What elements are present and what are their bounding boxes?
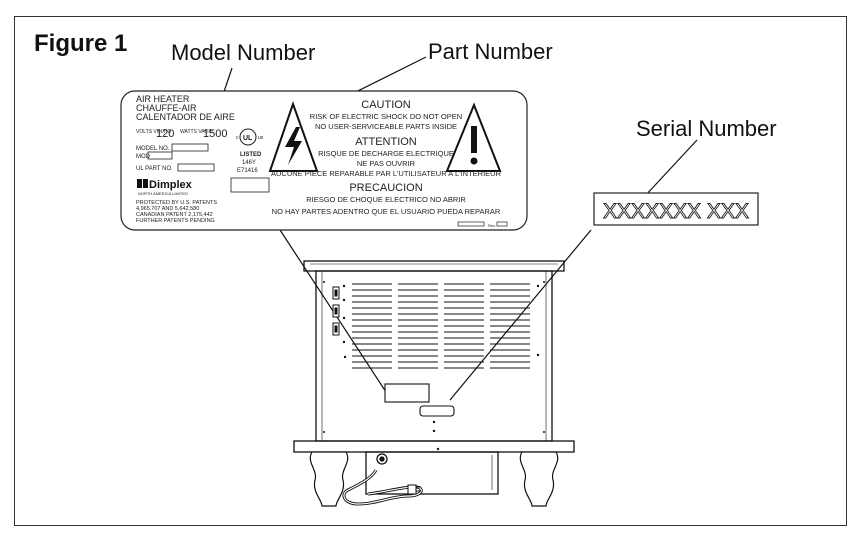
caution-line-2: NO USER-SERVICEABLE PARTS INSIDE	[315, 122, 457, 131]
patent-line-2: 4,965,707 AND 5,642,580	[136, 206, 199, 212]
right-leg	[519, 451, 559, 507]
power-plug	[407, 484, 417, 495]
precaucion-line-1: RIESGO DE CHOQUE ELECTRICO NO ABRIR	[306, 195, 466, 204]
serial-number-leader	[644, 139, 698, 197]
caution-title: CAUTION	[361, 99, 411, 111]
ul-code: 146Y	[242, 160, 256, 166]
svg-text:c: c	[236, 135, 239, 141]
attention-line-1: RISQUE DE DECHARGE ELECTRIQUE	[318, 149, 454, 158]
shock-warning-icon	[268, 100, 319, 172]
grille-column-2	[398, 283, 438, 369]
figure-frame	[14, 16, 847, 526]
watts-value: 1500	[203, 128, 227, 140]
brand-sub: NORTH AMERICA LIMITED	[138, 191, 188, 196]
rating-label: AIR HEATER CHAUFFE-AIR CALENTADOR DE AIR…	[120, 90, 528, 231]
grille-column-1	[352, 283, 392, 369]
svg-text:UL: UL	[243, 135, 253, 142]
svg-text:us: us	[258, 135, 264, 141]
ul-file: E71416	[237, 168, 258, 174]
heater-grille	[352, 283, 530, 369]
model-number-callout: Model Number	[171, 40, 316, 65]
rev-box-1	[457, 221, 485, 227]
attention-title: ATTENTION	[355, 136, 417, 148]
heater-control-panel	[365, 451, 499, 495]
grille-column-3	[444, 283, 484, 369]
serial-label-border	[593, 192, 759, 226]
dimplex-logo: Dimplex	[137, 179, 193, 191]
heater-base	[293, 440, 575, 453]
watts-label: WATTS VATIO	[180, 129, 213, 135]
ul-listed-mark: UL c us	[236, 128, 264, 146]
exclamation-warning-icon	[445, 102, 502, 172]
ul-part-no-box	[177, 163, 215, 172]
heater-switches	[332, 286, 340, 336]
volts-label: VOLTS VOLTIO	[136, 129, 171, 135]
serial-number-value: XXXXXXX XXX	[603, 200, 749, 223]
heater-legs	[309, 451, 559, 507]
ul-part-no-label: UL PART NO.	[136, 166, 173, 172]
product-name-fr: CHAUFFE-AIR	[136, 103, 197, 113]
attention-line-2: NE PAS OUVRIR	[357, 159, 416, 168]
patent-line-4: FURTHER PATENTS PENDING	[136, 218, 215, 224]
product-name-es: CALENTADOR DE AIRE	[136, 112, 235, 122]
patent-line-3: CANADIAN PATENT 2,175,442	[136, 212, 213, 218]
serial-number-callout: Serial Number	[636, 116, 777, 141]
heater-top	[303, 260, 565, 272]
grille-column-4	[490, 283, 530, 369]
precaucion-title: PRECAUCION	[349, 182, 422, 194]
mod-label: MOD	[136, 154, 151, 160]
attention-line-3: AUCUNE PIECE REPARABLE PAR L'UTILISATEUR…	[271, 169, 502, 178]
patent-line-1: PROTECTED BY U.S. PATENTS	[136, 200, 217, 206]
model-no-label: MODEL NO.	[136, 146, 170, 152]
serial-label: XXXXXXX XXX	[593, 192, 759, 226]
ul-listed-text: LISTED	[240, 152, 262, 158]
serial-label-leader	[449, 229, 592, 401]
figure-title: Figure 1	[34, 30, 128, 57]
left-leg	[309, 451, 349, 507]
heater-screws	[323, 281, 545, 451]
model-no-box	[171, 143, 209, 152]
caution-line-1: RISK OF ELECTRIC SHOCK DO NOT OPEN	[310, 112, 462, 121]
mod-box	[147, 151, 173, 160]
rev-box-2	[496, 221, 508, 227]
heater-body	[293, 260, 575, 495]
blank-box	[230, 177, 270, 193]
precaucion-line-2: NO HAY PARTES ADENTRO QUE EL USUARIO PUE…	[272, 207, 501, 216]
part-number-callout: Part Number	[428, 39, 553, 64]
rating-label-border	[120, 90, 528, 231]
heater-knob	[376, 453, 388, 465]
rev-label: Rev.	[488, 223, 496, 228]
product-name-en: AIR HEATER	[136, 94, 190, 104]
svg-text:Dimplex: Dimplex	[149, 179, 193, 191]
serial-label-location	[419, 405, 455, 417]
volts-value: 120	[156, 128, 174, 140]
rating-label-location	[384, 383, 430, 403]
